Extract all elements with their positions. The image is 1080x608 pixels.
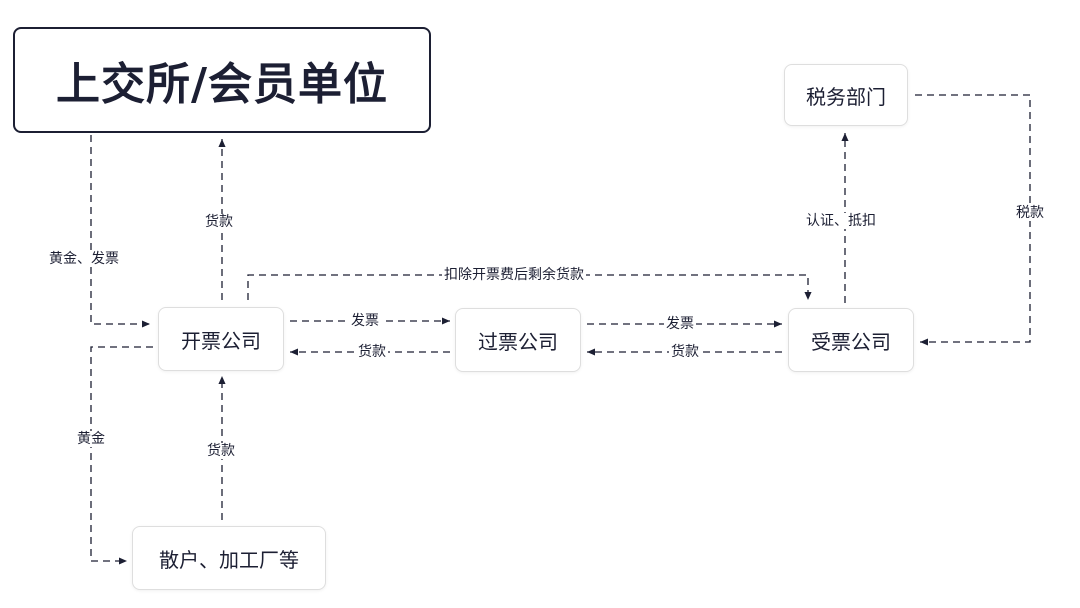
node-tax-department: 税务部门 [784, 64, 908, 126]
label-auth-deduct: 认证、抵扣 [804, 213, 878, 229]
node-issuer-company: 开票公司 [158, 307, 284, 371]
node-exchange: 上交所/会员单位 [13, 27, 431, 133]
edge-issuer-to-retail [90, 346, 153, 565]
label-deduct-remaining-payment: 扣除开票费后剩余货款 [442, 267, 586, 283]
label-payment-receiver-transit: 货款 [669, 344, 701, 360]
label-payment-transit-issuer: 货款 [356, 344, 388, 360]
label-gold-invoice: 黄金、发票 [47, 251, 121, 267]
edge-exchange-to-issuer [90, 135, 150, 328]
label-payment-to-exchange: 货款 [203, 214, 235, 230]
label-gold: 黄金 [75, 431, 107, 447]
node-receiver-company: 受票公司 [788, 308, 914, 372]
label-invoice-issuer-transit: 发票 [349, 313, 381, 329]
node-transit-company: 过票公司 [455, 308, 581, 372]
label-invoice-transit-receiver: 发票 [664, 316, 696, 332]
label-tax-payment: 税款 [1014, 205, 1046, 221]
node-retail: 散户、加工厂等 [132, 526, 326, 590]
label-payment-from-retail: 货款 [205, 443, 237, 459]
edge-tax-to-receiver [915, 94, 1031, 346]
